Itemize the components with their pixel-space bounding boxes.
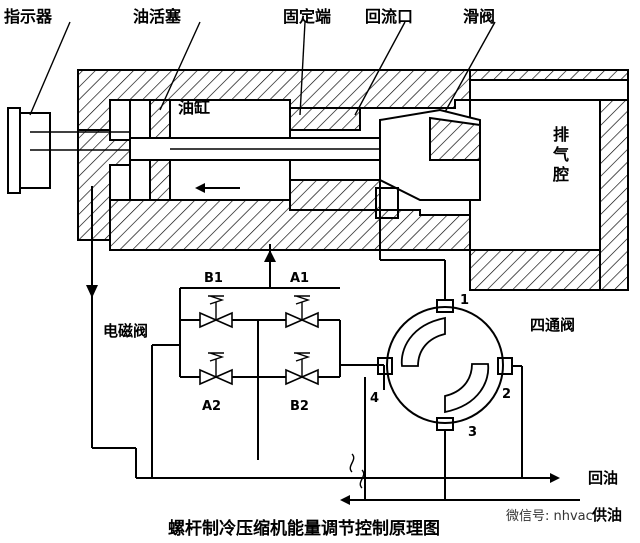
watermark: 微信号: nhvac	[506, 509, 593, 524]
piston-label: 油活塞	[133, 7, 182, 26]
valve-a2-label: A2	[202, 399, 221, 414]
exhaust-chamber-wall	[599, 99, 629, 291]
port-2-label: 2	[502, 387, 511, 402]
exhaust-label-2: 气	[552, 145, 569, 164]
four-way-valve	[377, 299, 513, 431]
down-arrow	[86, 285, 98, 298]
exhaust-label-1: 排	[553, 125, 569, 144]
port-4-label: 4	[370, 391, 379, 406]
indicator	[7, 107, 130, 194]
return-port-body	[375, 187, 399, 219]
return-oil-label: 回油	[588, 469, 618, 487]
indicator-label: 指示器	[4, 7, 53, 26]
fixed-end-label: 固定端	[283, 7, 331, 26]
exhaust-label-3: 腔	[552, 165, 569, 184]
exhaust-bottom-wall	[469, 249, 601, 291]
housing-middle-lower	[289, 179, 381, 211]
port-1-label: 1	[460, 293, 469, 308]
slide-valve-face	[429, 116, 481, 161]
return-port-label: 回流口	[365, 7, 413, 26]
valve-b2	[285, 352, 319, 386]
valve-a1	[285, 295, 319, 329]
slide-valve-label: 滑阀	[463, 7, 495, 26]
solenoid-label: 电磁阀	[103, 322, 148, 340]
valve-b1-label: B1	[204, 271, 223, 286]
valve-b1	[199, 295, 233, 329]
four-way-label: 四通阀	[530, 316, 575, 334]
up-arrow	[264, 250, 276, 262]
leader-lines	[29, 21, 496, 116]
port-3-label: 3	[468, 425, 477, 440]
valve-a1-label: A1	[290, 271, 309, 286]
valve-b2-label: B2	[290, 399, 309, 414]
hydraulic-circuit	[86, 186, 580, 505]
diagram-caption: 螺杆制冷压缩机能量调节控制原理图	[168, 518, 440, 539]
supply-oil-label: 供油	[591, 506, 622, 524]
cylinder-label: 油缸	[178, 98, 210, 117]
valve-a2	[199, 352, 233, 386]
